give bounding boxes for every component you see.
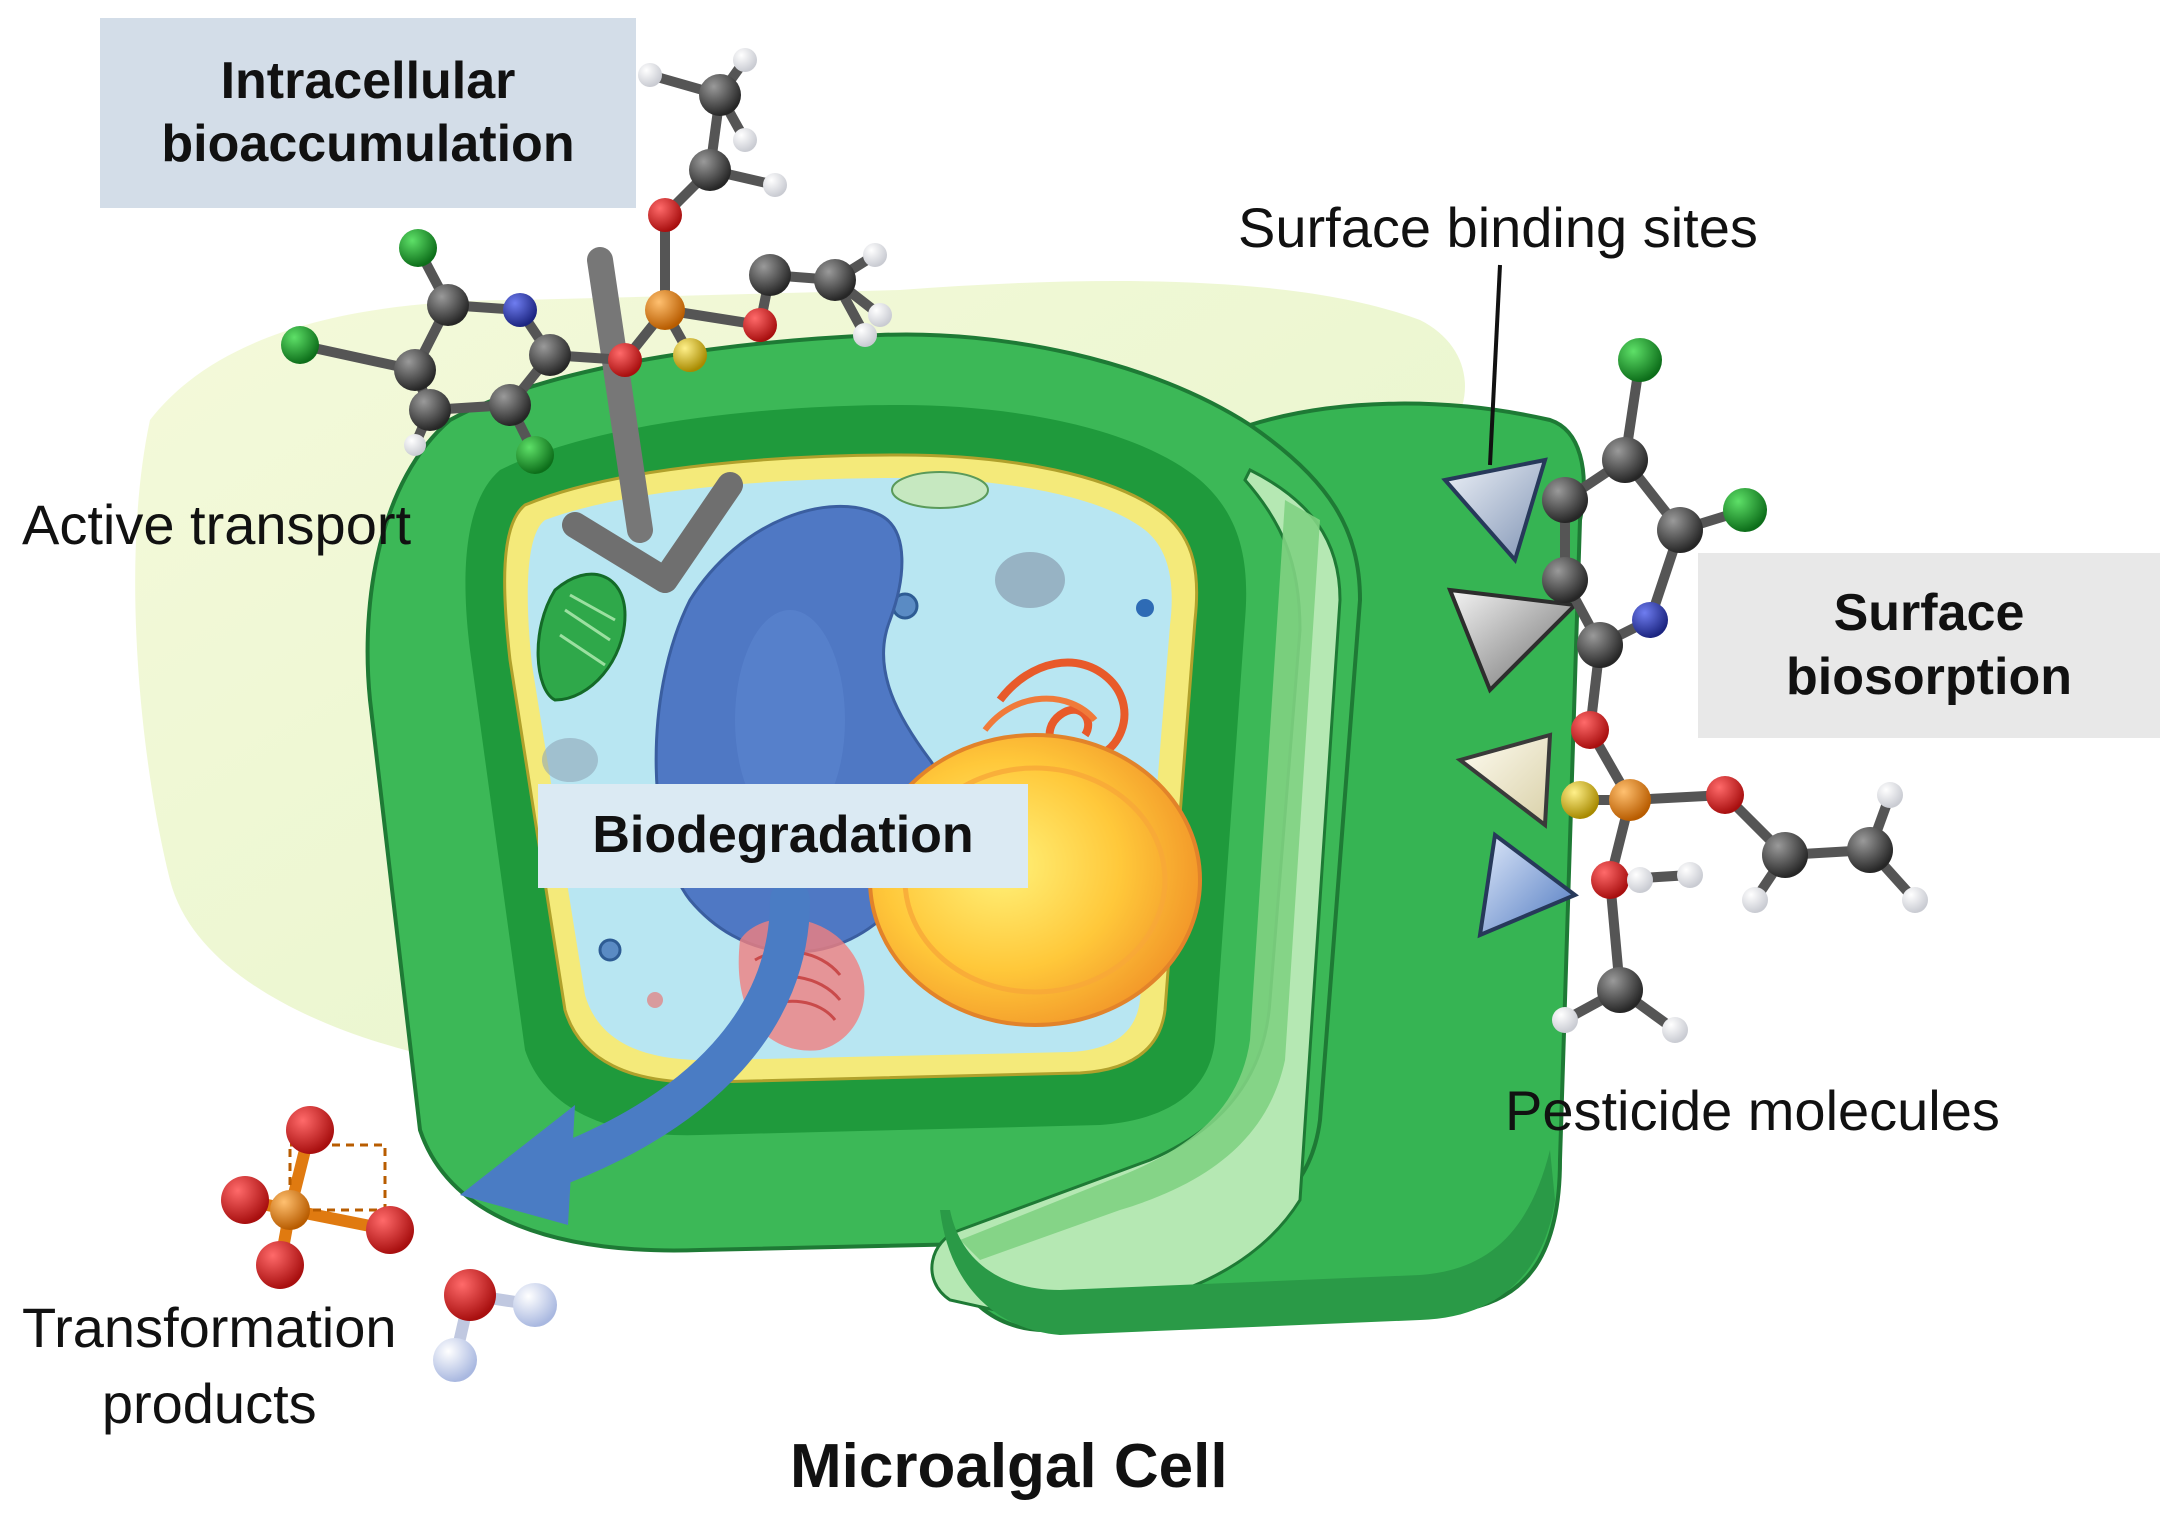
intracellular-label-line2: bioaccumulation: [161, 115, 575, 173]
figure-title: Microalgal Cell: [790, 1432, 1228, 1501]
surface-biosorption-line1: Surface: [1833, 584, 2025, 643]
surface-binding-sites-label: Surface binding sites: [1238, 196, 1758, 259]
transformation-line1: Transformation: [22, 1296, 397, 1359]
active-transport-label: Active transport: [22, 493, 412, 556]
active-transport-arrow: [562, 247, 743, 593]
mitochondrion: [891, 471, 989, 509]
surface-biosorption-box: Surface biosorption: [1698, 553, 2160, 738]
biodegradation-label: Biodegradation: [592, 806, 974, 865]
intracellular-bioaccumulation-box: Intracellular bioaccumulation: [100, 18, 636, 208]
nucleolus: [735, 610, 845, 830]
binding-site-triangle: [1441, 457, 1548, 565]
cell-wall-fold-inner: [960, 500, 1320, 1260]
surface-biosorption-line2: biosorption: [1786, 647, 2072, 706]
pesticide-molecules-label: Pesticide molecules: [1505, 1079, 2000, 1142]
vacuole-dot: [995, 552, 1065, 608]
biodegradation-box: Biodegradation: [538, 784, 1028, 888]
vesicle: [598, 938, 622, 962]
phosphate-molecule: [221, 1106, 414, 1289]
binding-site-triangle: [1455, 732, 1553, 829]
vesicle: [647, 992, 663, 1008]
vesicle: [1136, 599, 1154, 617]
vacuole-dot: [542, 738, 598, 782]
surface-binding-sites: [1441, 264, 1580, 939]
intracellular-label-line1: Intracellular: [220, 51, 516, 110]
binding-sites-pointer: [1488, 264, 1502, 466]
transformation-line2: products: [101, 1371, 317, 1435]
chloroplast: [536, 572, 627, 702]
cell-wall-bottom-tube: [940, 1150, 1555, 1335]
pesticide-molecule-top-atoms: [281, 48, 892, 474]
pesticide-molecule-right-atoms: [1542, 338, 1928, 1043]
transformation-products-label: Transformation products: [22, 1290, 397, 1441]
water-molecule: [433, 1269, 557, 1382]
biodegradation-arrow: [460, 880, 810, 1225]
binding-site-triangle: [1477, 831, 1579, 939]
binding-site-triangle: [1446, 587, 1580, 694]
